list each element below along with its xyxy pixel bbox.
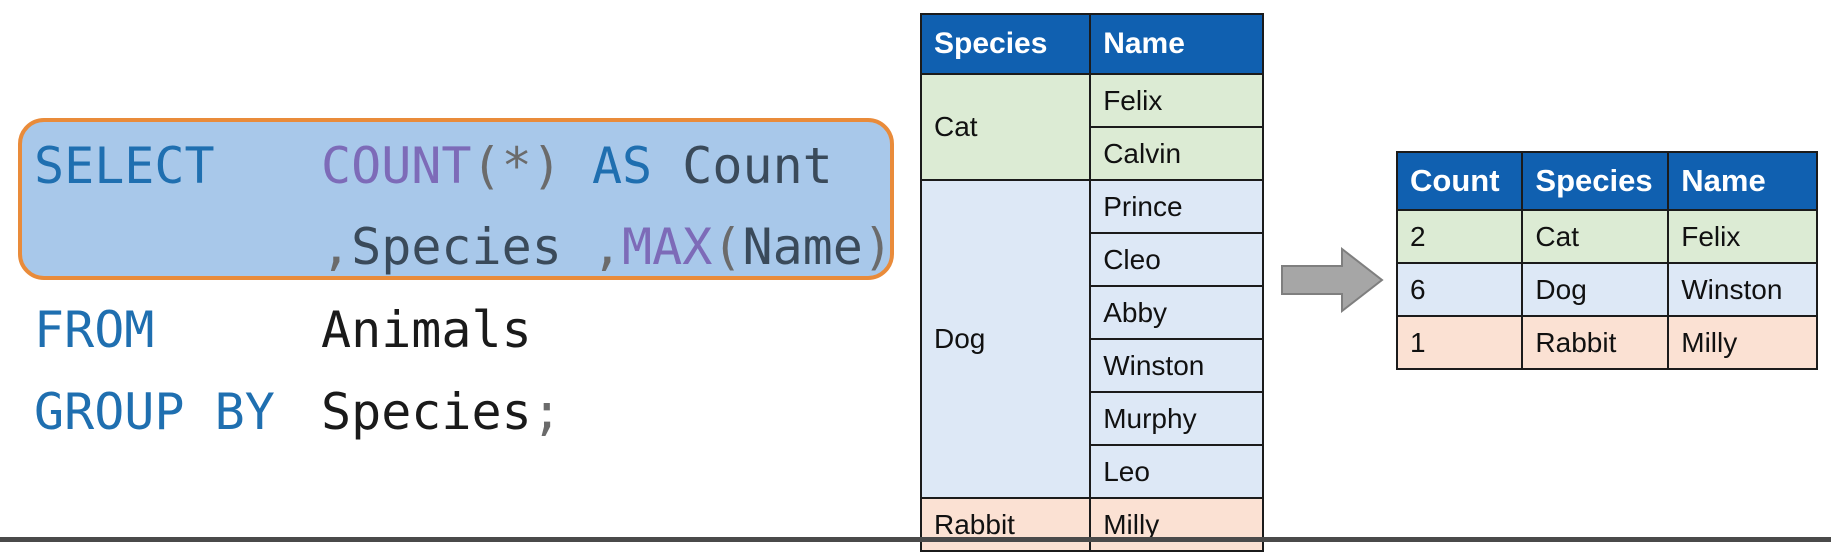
result-table: Count Species Name 2 Cat Felix 6 Dog Win… xyxy=(1395,151,1818,370)
select-keyword: SELECT xyxy=(34,137,215,195)
table-row: Murphy xyxy=(921,391,1264,446)
species-cell: Dog xyxy=(1521,262,1670,317)
count-argument: (*) xyxy=(471,137,562,195)
comma: , xyxy=(321,218,352,276)
species-cell-cat: Cat xyxy=(919,73,1092,181)
source-table: Species Name Cat Felix Calvin Dog Prince… xyxy=(919,13,1264,552)
count-function: COUNT xyxy=(321,137,472,195)
name-cell: Milly xyxy=(1667,315,1818,370)
name-cell: Felix xyxy=(1667,209,1818,264)
group-by-keyword: GROUP BY xyxy=(34,383,275,441)
result-header-row: Count Species Name xyxy=(1395,151,1818,211)
table-row: 1 Rabbit Milly xyxy=(1395,315,1818,370)
max-function: MAX xyxy=(622,218,713,276)
species-cell: Cat xyxy=(1521,209,1670,264)
count-cell: 1 xyxy=(1395,315,1524,370)
species-cell-dog: Dog xyxy=(919,179,1092,499)
name-cell: Prince xyxy=(1089,179,1264,234)
table-row: Abby xyxy=(921,285,1264,340)
species-cell-rabbit: Rabbit xyxy=(919,497,1092,552)
table-row: Cleo xyxy=(921,232,1264,287)
count-cell: 2 xyxy=(1395,209,1524,264)
from-keyword: FROM xyxy=(34,301,155,359)
select-line-2: ,Species ,MAX(Name) xyxy=(321,222,893,272)
count-cell: 6 xyxy=(1395,262,1524,317)
result-header-count: Count xyxy=(1395,151,1524,211)
name-cell: Felix xyxy=(1089,73,1264,128)
table-name: Animals xyxy=(321,301,532,359)
comma: , xyxy=(591,218,623,276)
name-cell: Winston xyxy=(1089,338,1264,393)
table-row: Rabbit Milly xyxy=(919,497,1264,552)
bottom-divider xyxy=(0,537,1831,542)
source-header-species: Species xyxy=(919,13,1092,75)
name-cell: Leo xyxy=(1089,444,1264,499)
name-cell: Murphy xyxy=(1089,391,1264,446)
max-argument: Name xyxy=(742,218,863,276)
select-clause-highlight xyxy=(18,118,894,280)
source-header-name: Name xyxy=(1089,13,1264,75)
as-keyword: AS xyxy=(591,137,653,195)
count-alias: Count xyxy=(682,137,833,195)
right-arrow-icon xyxy=(1281,247,1384,313)
result-header-name: Name xyxy=(1667,151,1818,211)
group-by-line: Species; xyxy=(321,387,562,437)
species-column: Species xyxy=(351,218,562,276)
table-row: 2 Cat Felix xyxy=(1395,209,1818,264)
name-cell: Calvin xyxy=(1089,126,1264,181)
name-cell: Cleo xyxy=(1089,232,1264,287)
table-row: Dog Prince xyxy=(919,179,1264,499)
name-cell: Milly xyxy=(1089,497,1264,552)
table-row: Calvin xyxy=(921,126,1264,181)
name-cell: Abby xyxy=(1089,285,1264,340)
table-row: Winston xyxy=(921,338,1264,393)
max-open-paren: ( xyxy=(712,218,743,276)
result-header-species: Species xyxy=(1521,151,1670,211)
name-cell: Winston xyxy=(1667,262,1818,317)
species-cell: Rabbit xyxy=(1521,315,1670,370)
select-line-1: COUNT(*) AS Count xyxy=(321,141,833,191)
group-column: Species xyxy=(321,383,532,441)
source-header-row: Species Name xyxy=(919,13,1264,75)
table-row: Cat Felix xyxy=(919,73,1264,181)
max-close-paren: ) xyxy=(862,218,893,276)
table-row: 6 Dog Winston xyxy=(1395,262,1818,317)
semicolon: ; xyxy=(531,383,562,441)
table-row: Leo xyxy=(921,444,1264,499)
